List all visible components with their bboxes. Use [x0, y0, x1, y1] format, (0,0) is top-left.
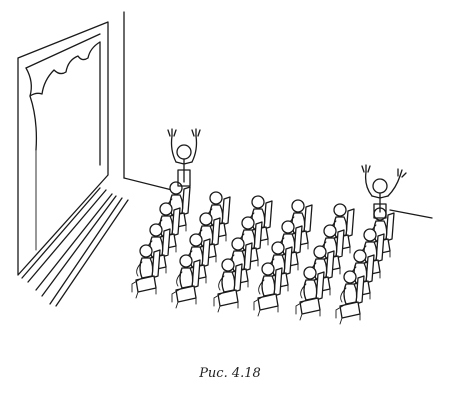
seated-person: [253, 262, 283, 317]
standing-person-right: [361, 164, 407, 219]
auditorium-drawing: [17, 11, 433, 325]
seated-person: [131, 244, 161, 299]
figure-caption: Рис. 4.18: [199, 366, 261, 381]
seated-person: [171, 254, 201, 309]
audience-seats: [131, 181, 395, 325]
seated-person: [243, 195, 273, 250]
standing-person-left: [167, 128, 201, 187]
seated-person: [335, 270, 365, 325]
stage: [17, 11, 433, 307]
seated-person: [213, 258, 243, 313]
seated-person: [295, 266, 325, 321]
